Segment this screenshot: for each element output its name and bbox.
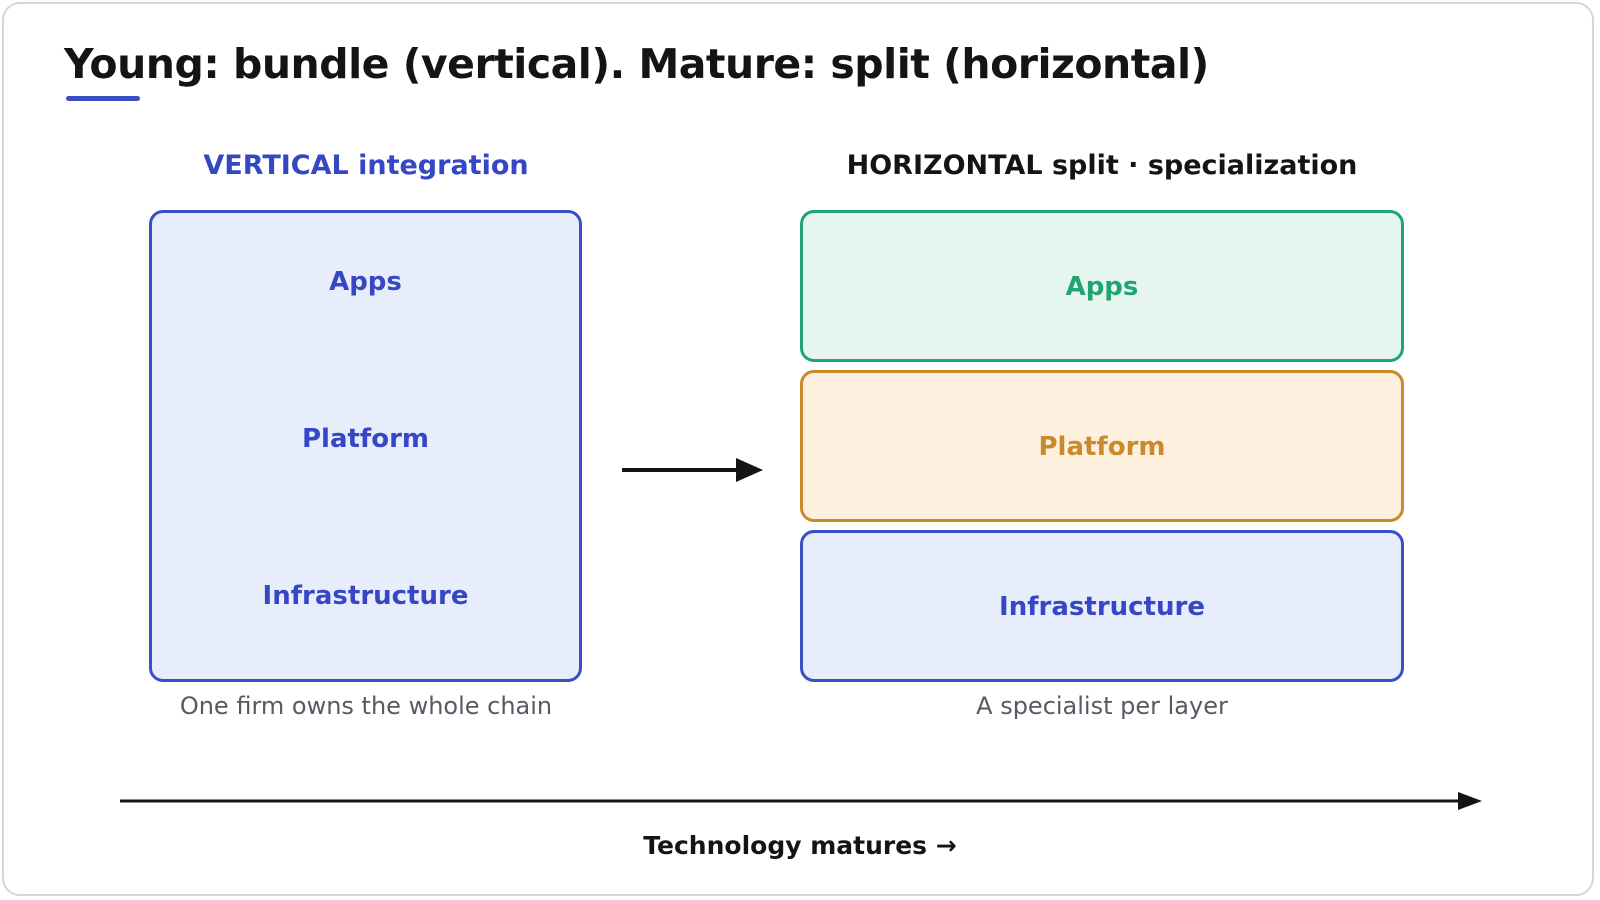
horizontal-layer-infrastructure: Infrastructure [999, 592, 1205, 622]
transition-arrow [622, 458, 763, 482]
vertical-layer-platform: Platform [301, 424, 430, 454]
horizontal-caption: A specialist per layer [976, 692, 1228, 720]
horizontal-layer-infrastructure-box: Infrastructure [800, 530, 1404, 682]
title-underline [66, 96, 140, 101]
horizontal-layer-platform: Platform [1038, 432, 1166, 462]
horizontal-layer-platform-box: Platform [800, 370, 1404, 522]
vertical-layer-apps: Apps [329, 267, 402, 297]
horizontal-layer-apps: Apps [1065, 272, 1139, 302]
horizontal-layer-apps-box: Apps [800, 210, 1404, 362]
timeline-arrow [120, 792, 1482, 810]
diagram-title: Young: bundle (vertical). Mature: split … [64, 40, 1209, 88]
timeline-label: Technology matures → [643, 831, 957, 860]
vertical-caption: One firm owns the whole chain [179, 692, 553, 720]
vertical-layer-infrastructure: Infrastructure [262, 581, 469, 611]
vertical-heading: VERTICAL integration [203, 150, 529, 181]
vertical-integration-box: Apps Platform Infrastructure [149, 210, 582, 682]
horizontal-heading: HORIZONTAL split · specialization [846, 150, 1358, 181]
